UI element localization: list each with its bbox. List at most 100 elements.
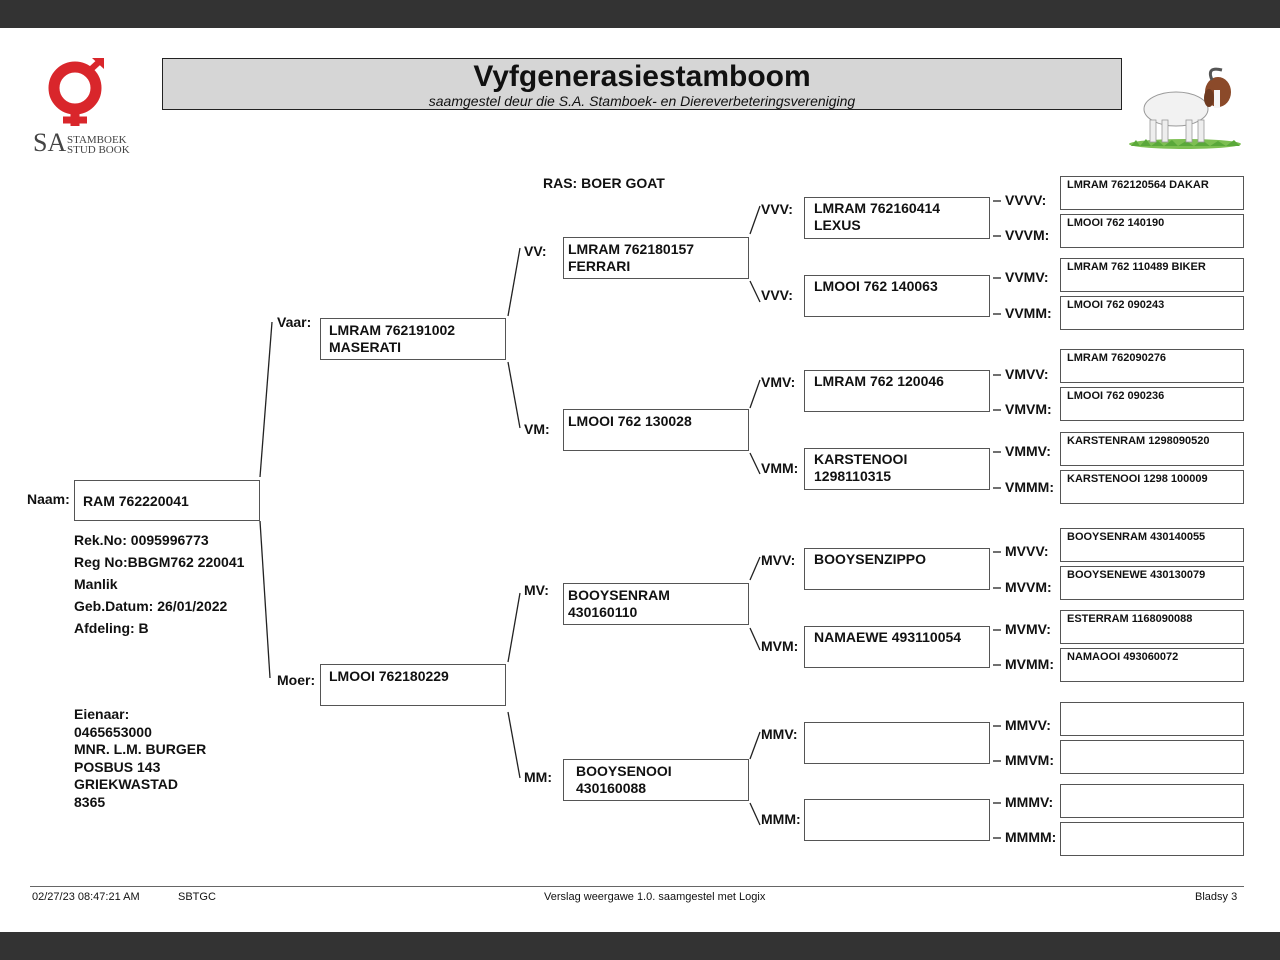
- gen4-label-1: VVV:: [761, 201, 793, 217]
- gen5-box-8: KARSTENOOI 1298 100009: [1060, 470, 1244, 504]
- gen5-name-13: [1061, 703, 1243, 707]
- owner-block: Eienaar: 0465653000 MNR. L.M. BURGER POS…: [74, 706, 206, 811]
- gen5-name-8: KARSTENOOI 1298 100009: [1067, 473, 1208, 485]
- gen5-label-9: MVVV:: [1005, 543, 1049, 559]
- gen3-name-mm: BOOYSENOOI 430160088: [576, 763, 672, 796]
- footer-report: Verslag weergawe 1.0. saamgestel met Log…: [544, 891, 766, 903]
- gen5-name-16: [1061, 823, 1243, 827]
- gen5-name-6: LMOOI 762 090236: [1067, 390, 1165, 402]
- gender-symbol-icon: [48, 58, 104, 126]
- gen5-name-4: LMOOI 762 090243: [1067, 299, 1165, 311]
- gen4-box-4: KARSTENOOI 1298110315: [804, 448, 990, 490]
- gen5-label-13: MMVV:: [1005, 717, 1051, 733]
- owner-postcode: 8365: [74, 793, 106, 810]
- animal-name: RAM 762220041: [83, 493, 189, 509]
- gen3-name-vv: LMRAM 762180157 FERRARI: [568, 241, 695, 274]
- owner-phone: 0465653000: [74, 723, 152, 740]
- logo-line-2: STUD BOOK: [67, 144, 130, 156]
- gen4-name-1: LMRAM 762160414 LEXUS: [814, 200, 941, 233]
- gen5-box-9: BOOYSENRAM 430140055: [1060, 528, 1244, 562]
- dam-name: LMOOI 762180229: [329, 668, 449, 684]
- animal-box: RAM 762220041: [74, 480, 260, 521]
- animal-label: Naam:: [27, 491, 70, 507]
- gen4-box-7: [804, 722, 990, 764]
- logo-text: STAMBOEK STUD BOOK: [67, 134, 130, 156]
- gen5-box-16: [1060, 822, 1244, 856]
- gen5-label-2: VVVM:: [1005, 227, 1050, 243]
- gen5-box-14: [1060, 740, 1244, 774]
- gen3-box-vm: LMOOI 762 130028: [563, 409, 749, 451]
- owner-postbox: POSBUS 143: [74, 758, 161, 775]
- gen5-name-3: LMRAM 762 110489 BIKER: [1067, 261, 1206, 273]
- detail-division: Afdeling: B: [74, 620, 149, 636]
- gen4-box-3: LMRAM 762 120046: [804, 370, 990, 412]
- gen5-box-5: LMRAM 762090276: [1060, 349, 1244, 383]
- gen4-name-8: [805, 800, 989, 804]
- page-subtitle: saamgestel deur die S.A. Stamboek- en Di…: [428, 93, 856, 109]
- detail-regno: Reg No:BBGM762 220041: [74, 554, 245, 570]
- detail-sex: Manlik: [74, 576, 118, 592]
- gen4-name-2: LMOOI 762 140063: [814, 278, 938, 294]
- gen4-box-6: NAMAEWE 493110054: [804, 626, 990, 668]
- gen5-box-12: NAMAOOI 493060072: [1060, 648, 1244, 682]
- owner-town: GRIEKWASTAD: [74, 776, 178, 792]
- footer-divider: [30, 886, 1244, 887]
- gen5-label-3: VVMV:: [1005, 269, 1049, 285]
- gen5-box-4: LMOOI 762 090243: [1060, 296, 1244, 330]
- gen4-label-8: MMM:: [761, 811, 801, 827]
- logo-sa-text: SA: [33, 128, 67, 157]
- sire-label: Vaar:: [277, 314, 312, 330]
- title-box: Vyfgenerasiestamboom saamgestel deur die…: [162, 58, 1122, 110]
- gen5-name-9: BOOYSENRAM 430140055: [1067, 531, 1206, 543]
- gen4-label-4: VMM:: [761, 460, 799, 476]
- goat-icon: [1129, 67, 1241, 149]
- animal-details: Rek.No: 0095996773 Reg No:BBGM762 220041…: [74, 529, 244, 639]
- gen5-box-1: LMRAM 762120564 DAKAR: [1060, 176, 1244, 210]
- detail-rekno: Rek.No: 0095996773: [74, 532, 209, 548]
- footer-code: SBTGC: [178, 891, 216, 903]
- gen5-label-15: MMMV:: [1005, 794, 1054, 810]
- dam-label: Moer:: [277, 672, 316, 688]
- gen4-label-2: VVV:: [761, 287, 793, 303]
- breed-label: RAS: BOER GOAT: [543, 175, 665, 191]
- gen4-box-8: [804, 799, 990, 841]
- footer-timestamp: 02/27/23 08:47:21 AM: [32, 891, 140, 903]
- gen3-label-mm: MM:: [524, 769, 552, 785]
- gen4-label-3: VMV:: [761, 374, 796, 390]
- gen3-label-vm: VM:: [524, 421, 550, 437]
- gen4-name-3: LMRAM 762 120046: [814, 373, 944, 389]
- gen5-label-4: VVMM:: [1005, 305, 1052, 321]
- gen4-box-2: LMOOI 762 140063: [804, 275, 990, 317]
- gen5-name-5: LMRAM 762090276: [1067, 352, 1167, 364]
- logo-line-1: STAMBOEK: [67, 134, 127, 146]
- dam-box: LMOOI 762180229: [320, 664, 506, 706]
- gen5-label-5: VMVV:: [1005, 366, 1049, 382]
- gen5-name-2: LMOOI 762 140190: [1067, 217, 1165, 229]
- gen4-label-7: MMV:: [761, 726, 798, 742]
- bottom-bar: [0, 932, 1280, 960]
- gen3-box-mv: BOOYSENRAM 430160110: [563, 583, 749, 625]
- goat-illustration: [1126, 64, 1244, 152]
- footer-page: Bladsy 3: [1195, 891, 1238, 903]
- gen4-box-1: LMRAM 762160414 LEXUS: [804, 197, 990, 239]
- gen5-label-11: MVMV:: [1005, 621, 1051, 637]
- gen3-name-mv: BOOYSENRAM 430160110: [568, 587, 670, 620]
- gen5-box-7: KARSTENRAM 1298090520: [1060, 432, 1244, 466]
- gen5-label-1: VVVV:: [1005, 192, 1047, 208]
- top-bar: [0, 0, 1280, 28]
- gen5-box-11: ESTERRAM 1168090088: [1060, 610, 1244, 644]
- gen3-label-mv: MV:: [524, 582, 549, 598]
- stud-book-logo: SA STAMBOEK STUD BOOK: [30, 58, 140, 158]
- gen5-label-10: MVVM:: [1005, 579, 1052, 595]
- gen5-label-14: MMVM:: [1005, 752, 1054, 768]
- gen3-box-mm: BOOYSENOOI 430160088: [563, 759, 749, 801]
- sire-name: LMRAM 762191002 MASERATI: [329, 322, 456, 355]
- gen5-label-12: MVMM:: [1005, 656, 1054, 672]
- sire-box: LMRAM 762191002 MASERATI: [320, 318, 506, 360]
- gen4-name-4: KARSTENOOI 1298110315: [814, 451, 908, 484]
- gen3-name-vm: LMOOI 762 130028: [568, 413, 692, 429]
- gen4-name-6: NAMAEWE 493110054: [814, 629, 962, 645]
- gen5-name-11: ESTERRAM 1168090088: [1067, 613, 1193, 625]
- gen5-name-12: NAMAOOI 493060072: [1067, 651, 1179, 663]
- gen5-name-14: [1061, 741, 1243, 745]
